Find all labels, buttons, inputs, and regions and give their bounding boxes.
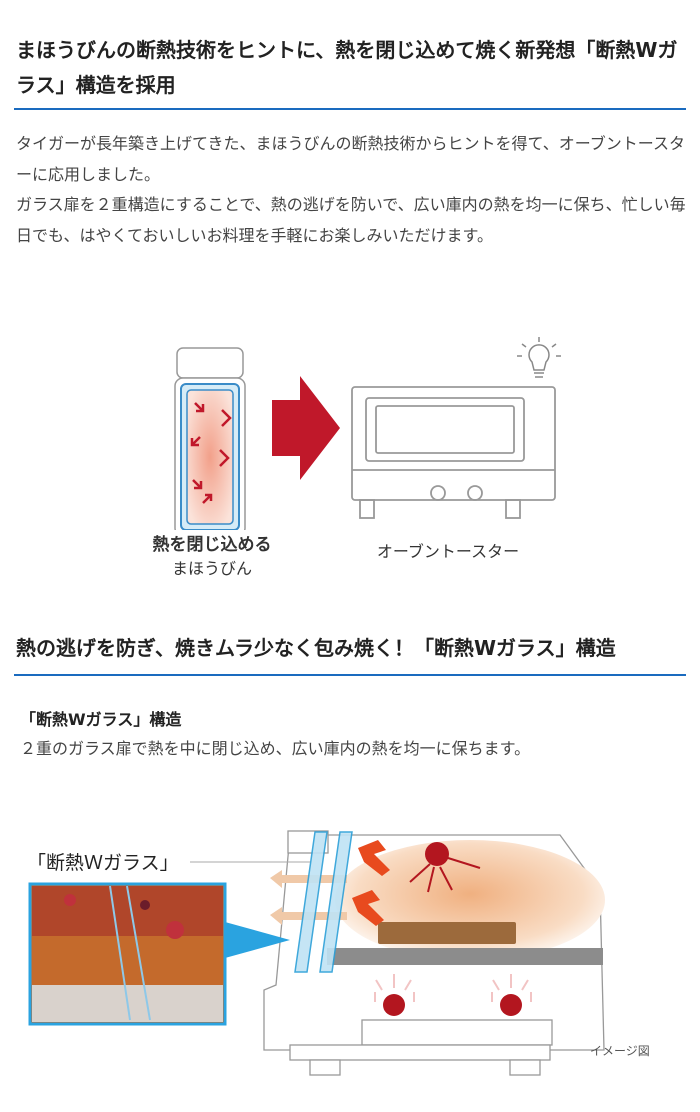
thermos-icon xyxy=(174,347,246,530)
glass-label: 「断熱Ｗガラス」 xyxy=(27,852,179,874)
heading-rule xyxy=(14,674,686,676)
thermos-caption-bold: 熱を閉じ込める xyxy=(152,535,272,555)
section1-paragraph: タイガーが長年築き上げてきた、まほうびんの断熱技術からヒントを得て、オーブントー… xyxy=(16,129,686,251)
rack xyxy=(327,948,603,965)
toaster-icon xyxy=(351,386,556,519)
thermos-caption: まほうびん xyxy=(171,559,252,578)
heading-rule xyxy=(14,108,686,110)
food-photo xyxy=(28,882,227,1026)
section1-heading: まほうびんの断熱技術をヒントに、熱を閉じ込めて焼く新発想「断熱Wガラス」構造を採… xyxy=(16,38,678,97)
paragraph-line: ガラス扉を２重構造にすることで、熱の逃げを防いで、広い庫内の熱を均一に保ち、忙し… xyxy=(16,195,686,245)
food-tray xyxy=(378,922,516,944)
heater-top xyxy=(409,842,481,893)
image-note: イメージ図 xyxy=(590,1044,650,1058)
double-glass-diagram xyxy=(28,830,605,1076)
glass-panes xyxy=(294,831,353,973)
zoom-callout xyxy=(225,922,290,958)
section2-heading: 熱の逃げを防ぎ、焼きムラ少なく包み焼く！「断熱Wガラス」構造 xyxy=(16,636,616,660)
section2-text: ２重のガラス扉で熱を中に閉じ込め、広い庫内の熱を均一に保ちます。 xyxy=(20,739,531,758)
lightbulb-icon xyxy=(517,337,561,378)
arrow-right-icon xyxy=(272,376,340,480)
thermos-toaster-illustration xyxy=(174,337,561,530)
paragraph-line: タイガーが長年築き上げてきた、まほうびんの断熱技術からヒントを得て、オーブントー… xyxy=(16,134,685,184)
section2-subheading: 「断熱Wガラス」構造 xyxy=(20,710,182,729)
reflected-heat-arrows xyxy=(352,840,390,926)
heater-bottom xyxy=(374,974,532,1016)
toaster-caption: オーブントースター xyxy=(376,542,520,561)
